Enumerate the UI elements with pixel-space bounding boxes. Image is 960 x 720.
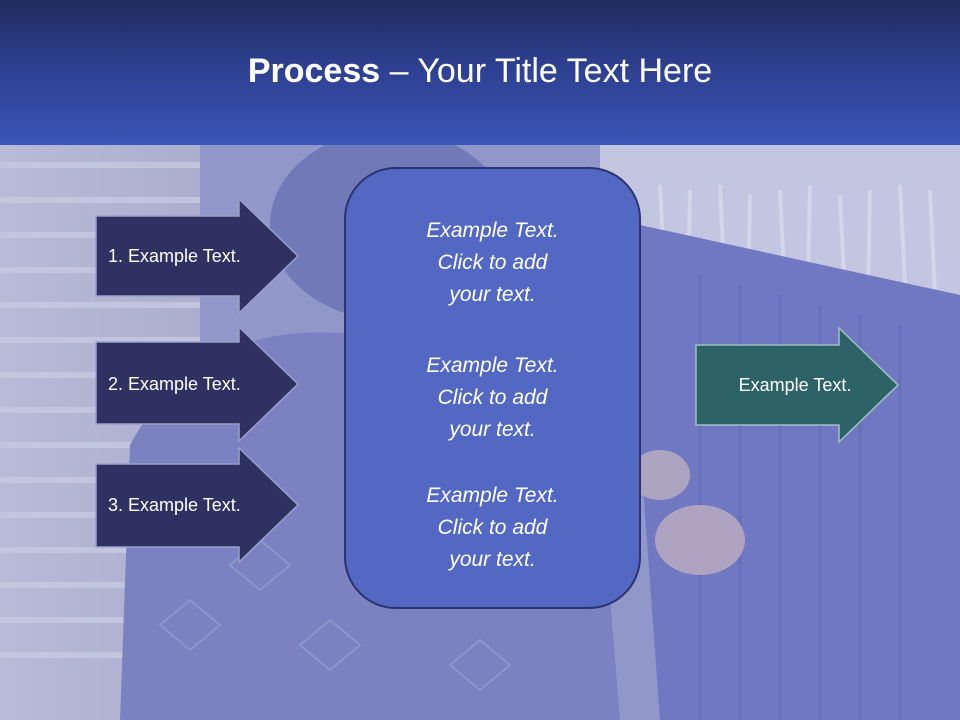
center-paragraph-2: Example Text. Click to add your text. xyxy=(346,350,639,446)
paragraph-line: your text. xyxy=(449,548,536,571)
title-rest-part: – Your Title Text Here xyxy=(380,52,713,90)
paragraph-line: Example Text. xyxy=(426,354,559,377)
paragraph-line: Example Text. xyxy=(426,484,559,507)
center-paragraph-3: Example Text. Click to add your text. xyxy=(346,480,639,576)
paragraph-line: Click to add xyxy=(437,251,548,274)
title-bold-part: Process xyxy=(247,52,381,90)
center-text-box[interactable]: Example Text. Click to add your text. Ex… xyxy=(344,167,641,609)
arrow-right-shape-icon xyxy=(695,327,899,444)
paragraph-line: your text. xyxy=(449,418,536,441)
arrow-right-shape-icon xyxy=(95,326,299,443)
paragraph-line: your text. xyxy=(449,283,536,306)
result-arrow[interactable]: Example Text. xyxy=(695,327,899,444)
paragraph-line: Example Text. xyxy=(426,219,559,242)
paragraph-line: Click to add xyxy=(437,516,548,539)
paragraph-line: Click to add xyxy=(437,386,548,409)
center-paragraph-1: Example Text. Click to add your text. xyxy=(346,215,639,311)
step-arrow-2[interactable]: 2. Example Text. xyxy=(95,326,299,476)
step-arrow-1-label: 1. Example Text. xyxy=(108,246,241,266)
arrow-right-shape-icon xyxy=(95,198,299,315)
slide-title[interactable]: Process – Your Title Text Here xyxy=(0,52,960,91)
step-arrow-2-label: 2. Example Text. xyxy=(108,374,241,394)
result-arrow-label: Example Text. xyxy=(738,375,852,395)
step-arrow-3-label: 3. Example Text. xyxy=(108,495,241,515)
arrow-right-shape-icon xyxy=(95,447,299,564)
step-arrow-3[interactable]: 3. Example Text. xyxy=(95,447,299,597)
step-arrow-1[interactable]: 1. Example Text. xyxy=(95,198,299,348)
title-bar: Process – Your Title Text Here xyxy=(0,0,960,145)
